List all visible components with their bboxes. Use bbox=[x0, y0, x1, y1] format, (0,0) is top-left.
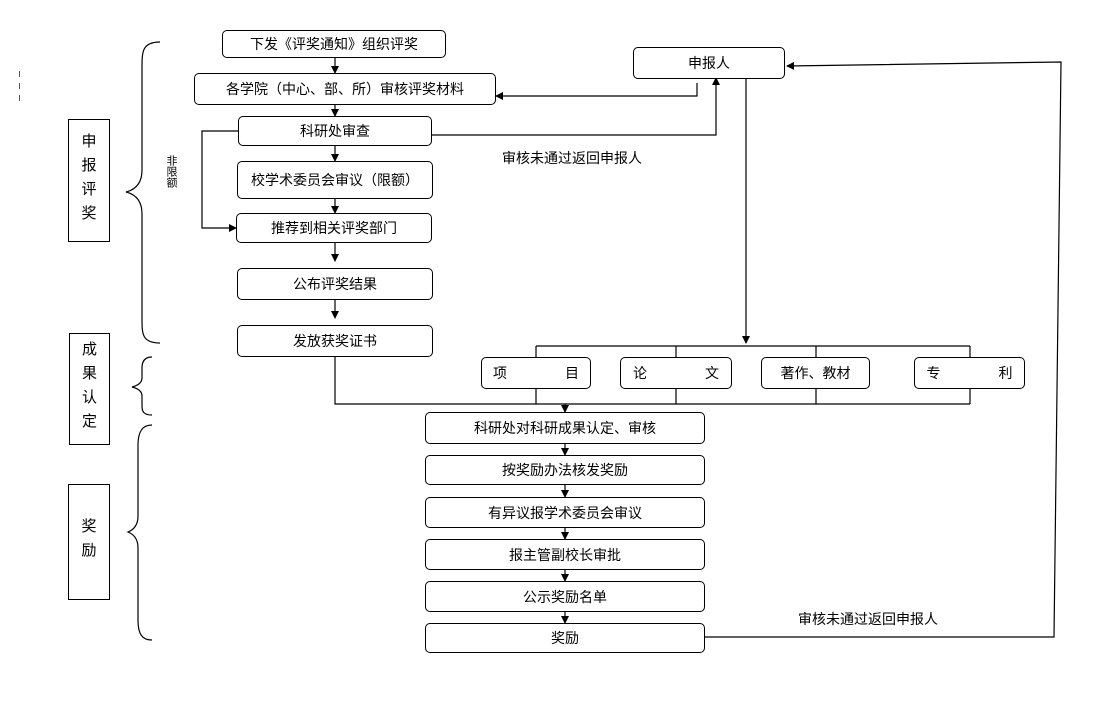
step-committee-review: 校学术委员会审议（限额） bbox=[237, 161, 433, 199]
category-paper: 论 文 bbox=[620, 357, 732, 389]
applicant-box: 申报人 bbox=[633, 47, 785, 79]
side-label-reward: 奖励 bbox=[68, 484, 110, 600]
non-quota-label: 非限额 bbox=[165, 155, 178, 188]
step-recommend: 推荐到相关评奖部门 bbox=[236, 213, 432, 243]
side-label-apply: 申报评奖 bbox=[68, 119, 110, 242]
category-patent: 专 利 bbox=[914, 357, 1025, 389]
category-project: 项 目 bbox=[481, 357, 591, 389]
step-objection: 有异议报学术委员会审议 bbox=[425, 497, 705, 528]
arrow-non-quota-bypass bbox=[201, 130, 238, 232]
step-issue-certificate: 发放获奖证书 bbox=[237, 325, 433, 357]
arrow-award-return-loop bbox=[705, 61, 1062, 638]
step-approve-award: 按奖励办法核发奖励 bbox=[425, 455, 705, 485]
brace-apply bbox=[125, 41, 161, 344]
category-project-label: 项 目 bbox=[493, 366, 601, 382]
arrow-applicant-to-college bbox=[495, 83, 698, 100]
category-paper-label: 论 文 bbox=[633, 366, 741, 382]
margin-tick bbox=[19, 83, 20, 89]
step-issue-notice: 下发《评奖通知》组织评奖 bbox=[222, 30, 446, 58]
margin-tick bbox=[19, 95, 20, 101]
arrow-return-to-applicant bbox=[432, 77, 720, 136]
step-publish-results: 公布评奖结果 bbox=[237, 268, 433, 300]
return-note-top: 审核未通过返回申报人 bbox=[502, 151, 642, 167]
step-award: 奖励 bbox=[425, 623, 705, 653]
step-publicize: 公示奖励名单 bbox=[425, 581, 705, 612]
step-confirm: 科研处对科研成果认定、审核 bbox=[425, 412, 705, 444]
brace-achievement bbox=[131, 356, 153, 416]
step-college-review: 各学院（中心、部、所）审核评奖材料 bbox=[194, 73, 496, 105]
step-research-office-review: 科研处审查 bbox=[238, 116, 432, 146]
side-label-achievement: 成果认定 bbox=[69, 333, 110, 445]
category-patent-label: 专 利 bbox=[926, 366, 1035, 382]
return-note-bottom: 审核未通过返回申报人 bbox=[798, 612, 938, 628]
brace-reward bbox=[126, 424, 153, 641]
category-book: 著作、教材 bbox=[761, 357, 870, 389]
margin-tick bbox=[19, 71, 20, 77]
step-vice-president: 报主管副校长审批 bbox=[425, 539, 705, 570]
